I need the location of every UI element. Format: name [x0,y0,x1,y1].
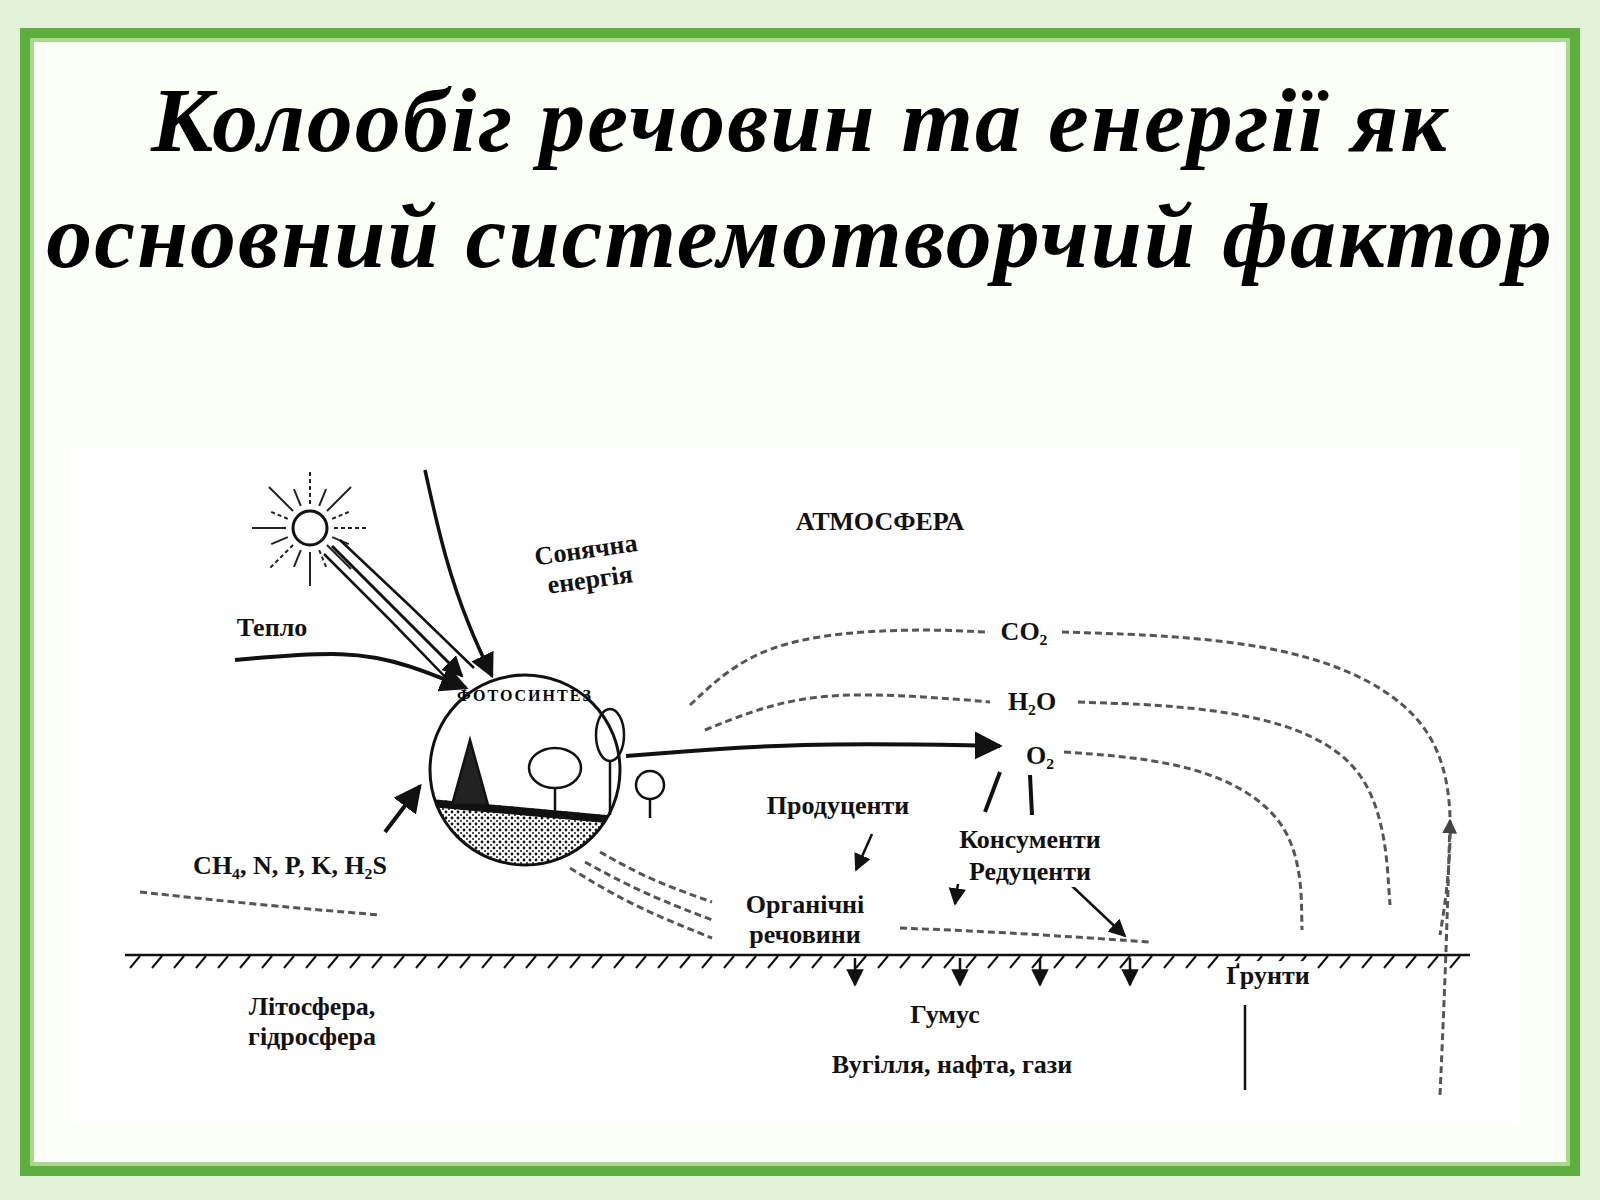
diagram-label: CO₂ [998,617,1051,647]
photosynthesis-circle: ФОТОСИНТЕЗ [428,673,622,867]
diagram-label: Вугілля, нафта, гази [829,1050,1076,1080]
diagram-label: Органічні речовини [717,890,893,950]
diagram-label: Ґрунти [1223,961,1312,991]
diagram-label: Редуценти [966,857,1094,887]
diagram-label: O₂ [1023,741,1057,771]
slide-title: Колообіг речовин та енергії як основний … [40,62,1560,294]
diagram-label: Продуценти [764,791,912,821]
diagram-label: Тепло [234,613,310,643]
diagram-label: Гумус [907,1000,983,1030]
node-label: ФОТОСИНТЕЗ [428,673,622,705]
diagram-label: Літосфера, гідросфера [194,992,430,1052]
diagram-label: CH₄, N, P, K, H₂S [182,851,398,881]
diagram-label: Консументи [956,825,1103,855]
diagram-label: АТМОСФЕРА [793,507,967,537]
diagram-label: H₂O [1005,687,1059,717]
